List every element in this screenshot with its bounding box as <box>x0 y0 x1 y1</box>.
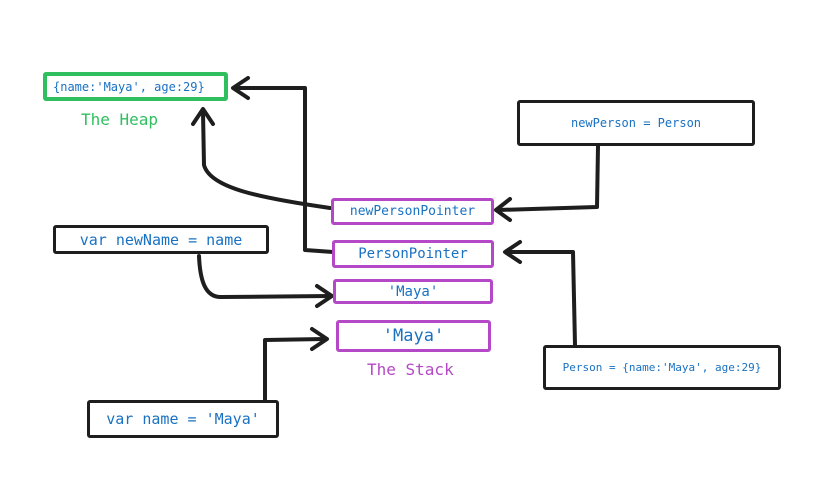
new-name-code-box: var newName = name <box>53 225 269 254</box>
name-code-box: var name = 'Maya' <box>87 400 279 438</box>
new-person-code-text: newPerson = Person <box>570 116 702 130</box>
person-code-box: Person = {name:'Maya', age:29} <box>543 345 781 390</box>
stack-slot-newpersonpointer: newPersonPointer <box>331 198 494 225</box>
arrowhead-maya-copy <box>315 284 334 308</box>
stack-slot-text: 'Maya' <box>387 283 439 300</box>
arrow-newpersonpointer-to-heap <box>201 110 332 210</box>
arrowhead-heap-bottom <box>191 107 215 126</box>
arrow-newname-to-maya-copy <box>197 254 332 299</box>
new-name-code-text: var newName = name <box>79 230 243 249</box>
person-code-text: Person = {name:'Maya', age:29} <box>562 361 762 374</box>
arrow-personpointer-to-heap <box>232 86 335 254</box>
stack-slot-text: newPersonPointer <box>349 204 476 219</box>
arrowhead-heap-right <box>231 76 250 100</box>
heap-label: The Heap <box>81 110 159 129</box>
stack-slot-text: 'Maya' <box>382 326 445 346</box>
stack-label: The Stack <box>367 360 454 379</box>
arrowhead-personpointer <box>503 240 522 264</box>
stack-slot-maya: 'Maya' <box>336 320 491 352</box>
stack-slot-maya-copy: 'Maya' <box>333 279 493 304</box>
arrowhead-maya <box>310 327 329 351</box>
new-person-code-box: newPerson = Person <box>517 100 755 146</box>
stack-slot-personpointer: PersonPointer <box>332 240 494 268</box>
arrow-name-to-maya <box>263 337 327 402</box>
arrow-person-to-personpointer <box>505 250 577 347</box>
heap-object-box: {name:'Maya', age:29} <box>43 72 228 101</box>
heap-object-text: {name:'Maya', age:29} <box>53 79 205 94</box>
name-code-text: var name = 'Maya' <box>106 410 260 428</box>
stack-slot-text: PersonPointer <box>358 246 468 262</box>
arrow-newperson-to-newpersonpointer <box>496 144 600 212</box>
arrowhead-newperson <box>494 197 512 222</box>
